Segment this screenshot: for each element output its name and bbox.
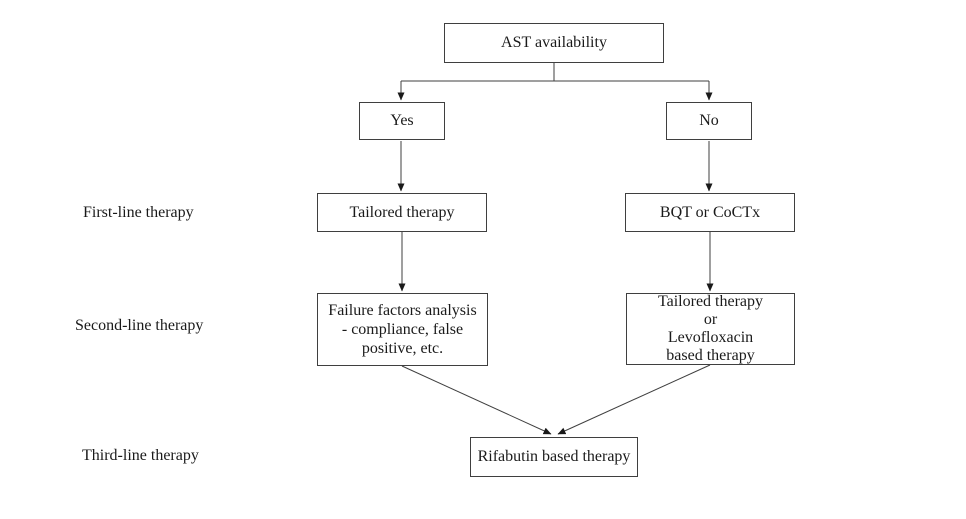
connector-failure-to-rifabutin [401, 365, 552, 435]
node-rifabutin-based-therapy: Rifabutin based therapy [470, 437, 638, 477]
node-ast-availability: AST availability [444, 23, 664, 63]
node-failure-factors-analysis: Failure factors analysis - compliance, f… [317, 293, 488, 366]
row-label-first-line-therapy: First-line therapy [83, 204, 194, 221]
node-tailored-therapy: Tailored therapy [317, 193, 487, 232]
node-tailored-or-levofloxacin: Tailored therapy or Levofloxacin based t… [626, 293, 795, 365]
node-bqt-or-coctx: BQT or CoCTx [625, 193, 795, 232]
node-yes: Yes [359, 102, 445, 140]
row-label-third-line-therapy: Third-line therapy [82, 447, 199, 464]
row-label-second-line-therapy: Second-line therapy [75, 317, 204, 334]
node-no: No [666, 102, 752, 140]
connector-levofloxacin-to-rifabutin [557, 364, 711, 435]
